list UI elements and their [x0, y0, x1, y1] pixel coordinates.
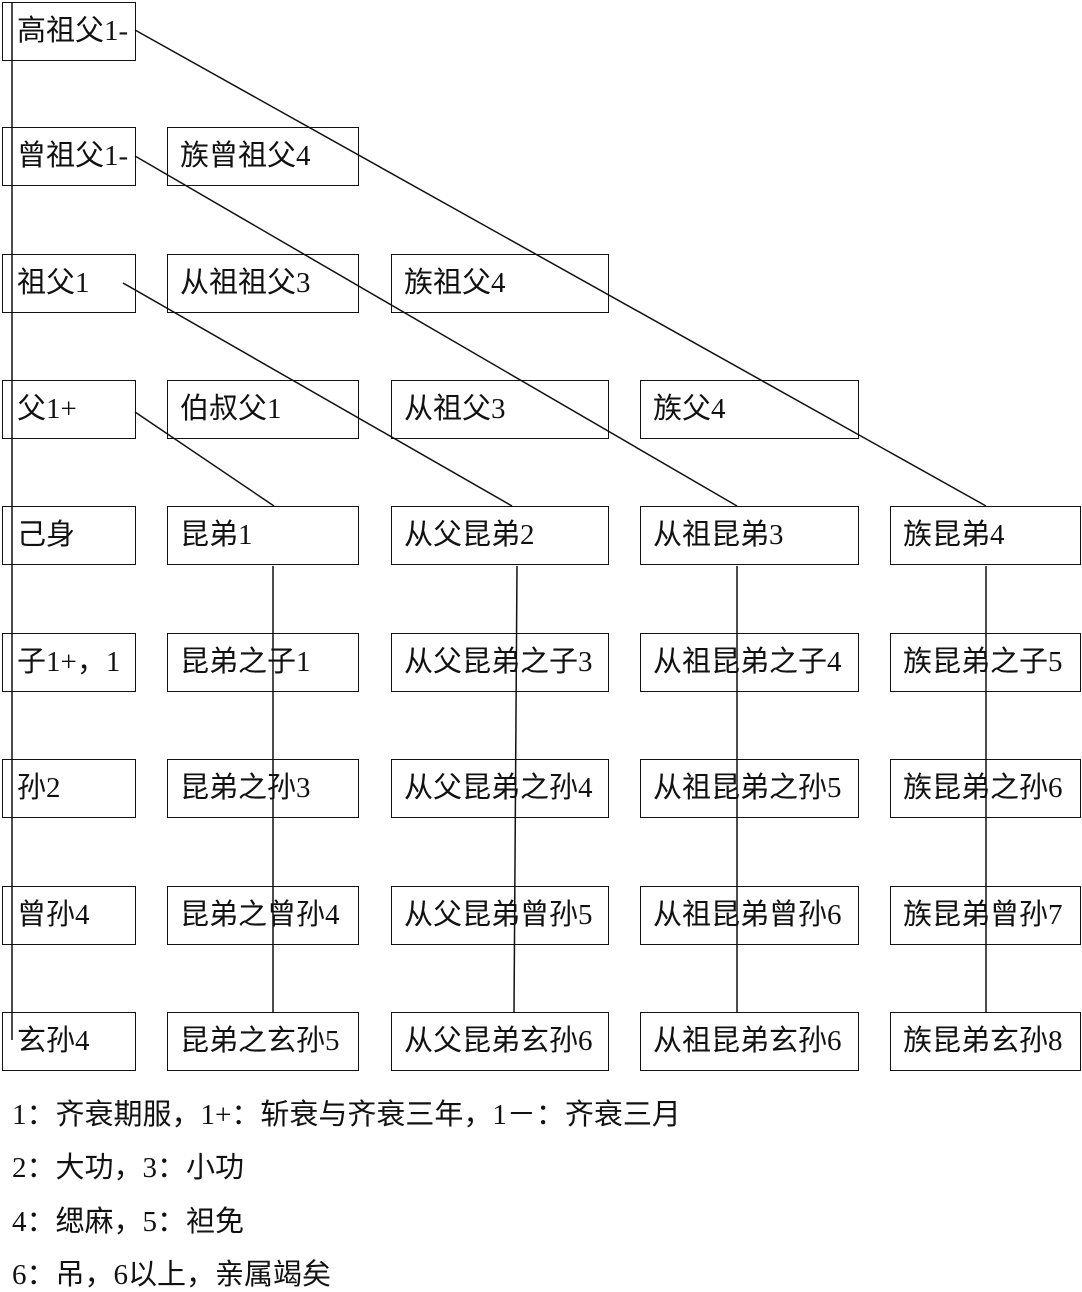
paternal-cousin-uncle-box: 从祖父3 — [391, 380, 609, 439]
father-box: 父1+ — [2, 380, 136, 439]
second-cousins-son-box: 从祖昆弟之子4 — [640, 633, 859, 692]
brothers-great-grandson-box: 昆弟之曾孙4 — [167, 886, 359, 945]
great-great-grandson-box: 玄孙4 — [2, 1012, 136, 1071]
first-cousins-great-grandson-box: 从父昆弟曾孙5 — [391, 886, 609, 945]
self-box: 己身 — [2, 506, 136, 565]
first-cousins-son-box: 从父昆弟之子3 — [391, 633, 609, 692]
son-box: 子1+，1 — [2, 633, 136, 692]
brothers-box: 昆弟1 — [167, 506, 359, 565]
grandfather-box: 祖父1 — [2, 254, 136, 313]
clan-brothers-box: 族昆弟4 — [890, 506, 1081, 565]
first-cousins-grandson-box: 从父昆弟之孙4 — [391, 759, 609, 818]
grandson-box: 孙2 — [2, 759, 136, 818]
clan-brothers-great-grandson-box: 族昆弟曾孙7 — [890, 886, 1081, 945]
clan-brothers-grandson-box: 族昆弟之孙6 — [890, 759, 1081, 818]
great-great-grandfather-box: 高祖父1- — [2, 2, 136, 61]
second-cousins-box: 从祖昆弟3 — [640, 506, 859, 565]
great-grandson-box: 曾孙4 — [2, 886, 136, 945]
first-cousins-box: 从父昆弟2 — [391, 506, 609, 565]
second-cousins-great-great-grandson-box: 从祖昆弟玄孙6 — [640, 1012, 859, 1071]
first-cousins-great-great-grandson-box: 从父昆弟玄孙6 — [391, 1012, 609, 1071]
clan-father-box: 族父4 — [640, 380, 859, 439]
legend-line: 4：缌麻，5：袒免 — [12, 1206, 245, 1238]
paternal-granduncle-box: 从祖祖父3 — [167, 254, 359, 313]
brothers-son-box: 昆弟之子1 — [167, 633, 359, 692]
second-cousins-grandson-box: 从祖昆弟之孙5 — [640, 759, 859, 818]
brothers-great-great-grandson-box: 昆弟之玄孙5 — [167, 1012, 359, 1071]
brothers-grandson-box: 昆弟之孙3 — [167, 759, 359, 818]
uncle-box: 伯叔父1 — [167, 380, 359, 439]
legend-line: 6：吊，6以上，亲属竭矣 — [12, 1259, 332, 1291]
great-grandfather-box: 曾祖父1- — [2, 127, 136, 186]
clan-brothers-son-box: 族昆弟之子5 — [890, 633, 1081, 692]
clan-grandfather-box: 族祖父4 — [391, 254, 609, 313]
second-cousins-great-grandson-box: 从祖昆弟曾孙6 — [640, 886, 859, 945]
legend-line: 2：大功，3：小功 — [12, 1152, 245, 1184]
legend-line: 1：齐衰期服，1+：斩衰与齐衰三年，1－：齐衰三月 — [12, 1099, 681, 1131]
clan-brothers-great-great-grandson-box: 族昆弟玄孙8 — [890, 1012, 1081, 1071]
diagonal-great-grandfather-to-second-cousins — [134, 155, 738, 507]
clan-great-grandfather-box: 族曾祖父4 — [167, 127, 359, 186]
